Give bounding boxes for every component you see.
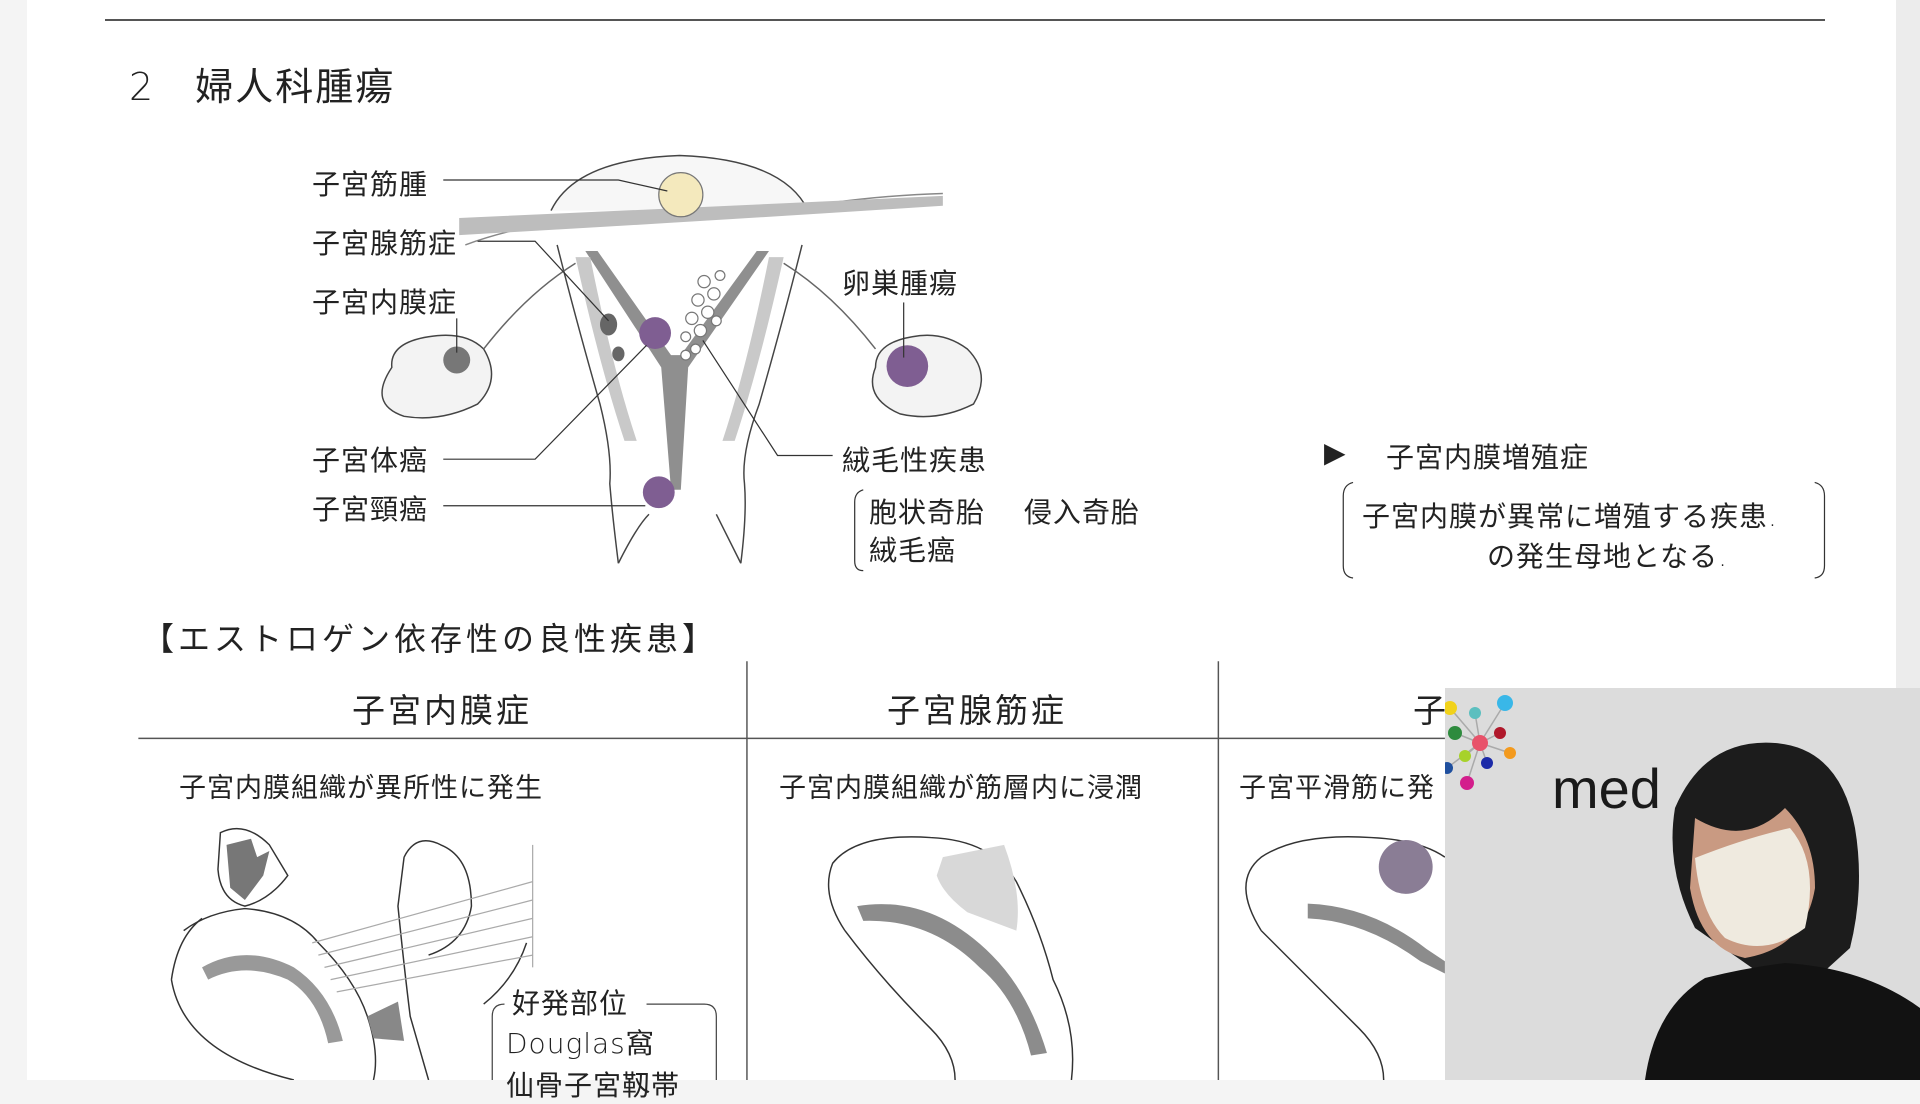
label-endometrial-cancer: 子宮体癌 [312,444,429,477]
section-number: 2 [129,65,156,109]
hyperplasia-line-1: 子宮内膜が異常に増殖する疾患. [1362,500,1778,533]
label-trophoblastic-types-2: 絨毛癌 [869,534,957,567]
label-trophoblastic: 絨毛性疾患 [842,444,988,477]
douglas-box-title: 好発部位 [512,987,629,1020]
label-endometriosis: 子宮内膜症 [312,286,458,319]
estrogen-section-title: 【エストロゲン依存性の良性疾患】 [142,620,719,658]
section-title: 2 婦人科腫瘍 [129,56,395,111]
myoma-mark [658,172,704,218]
table-cell-endometriosis: 子宮内膜組織が異所性に発生 [179,773,543,804]
section-title-text: 婦人科腫瘍 [195,65,396,109]
label-cervical-cancer: 子宮頸癌 [312,493,429,526]
webcam-overlay: med [1445,688,1920,1080]
logo-icon [1445,695,1920,1080]
label-trophoblastic-types-1: 胞状奇胎 侵入奇胎 [869,496,1140,529]
logo-text: med [1552,757,1661,820]
douglas-box-line-1: Douglas窩 [506,1027,655,1060]
table-cell-adenomyosis: 子宮内膜組織が筋層内に浸潤 [779,773,1143,804]
hyperplasia-line-2: の発生母地となる. [1487,540,1729,573]
label-ovarian-tumor: 卵巣腫瘍 [842,267,959,300]
table-cell-myoma: 子宮平滑筋に発 [1239,773,1435,804]
hyperplasia-title: 子宮内膜増殖症 [1386,441,1590,474]
label-adenomyosis: 子宮腺筋症 [312,227,458,260]
douglas-box-line-2: 仙骨子宮靱帯 [506,1069,681,1102]
table-header-adenomyosis: 子宮腺筋症 [887,691,1067,730]
label-myoma: 子宮筋腫 [312,168,429,201]
table-header-myoma: 子 [1413,691,1449,730]
uterus-diagram [138,154,1826,1080]
table-header-endometriosis: 子宮内膜症 [352,691,532,730]
triangle-bullet-icon: ▶ [1324,436,1347,469]
top-divider [105,19,1825,21]
